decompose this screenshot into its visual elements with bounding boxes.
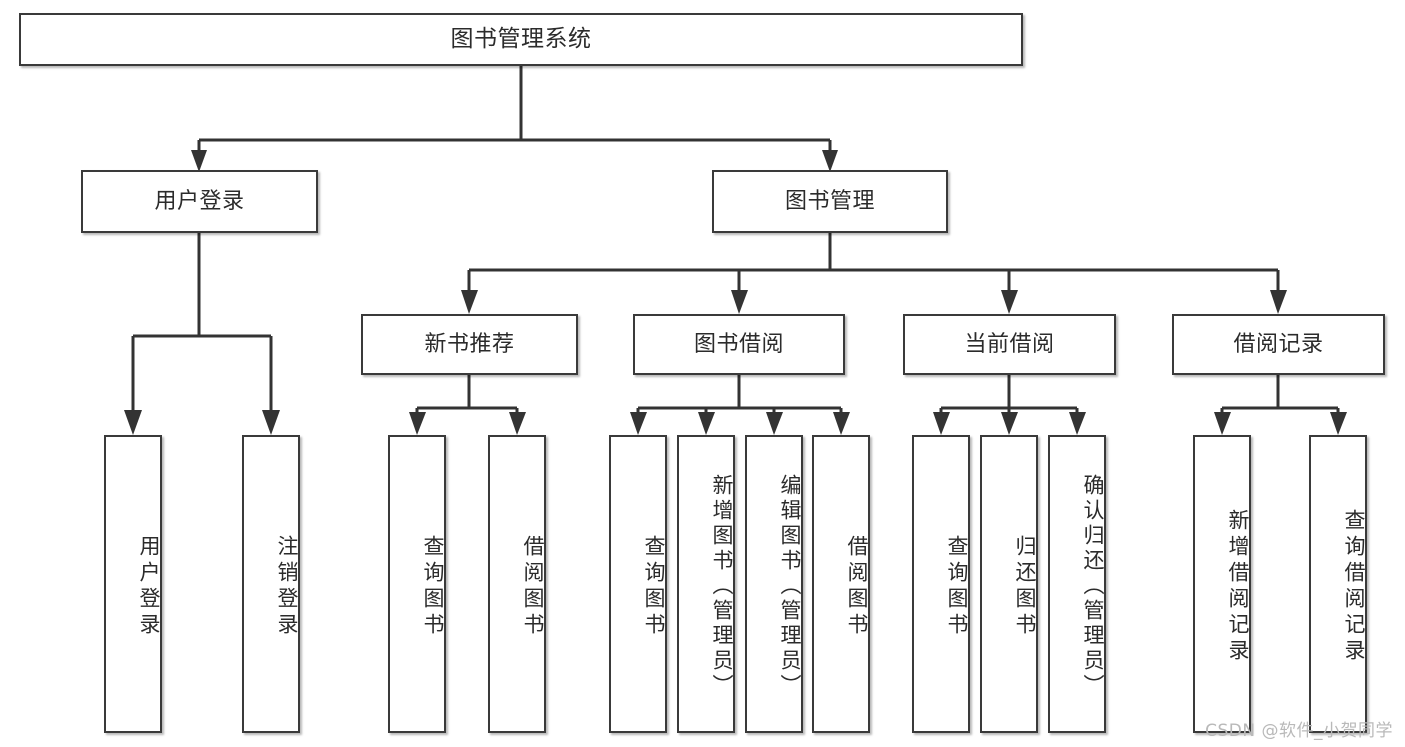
node-label: 当前借阅 [964, 331, 1055, 357]
leaf-current-query-book[interactable]: 查询图书 [912, 435, 970, 733]
node-label: 编辑图书（管理员） [778, 473, 802, 699]
leaf-borrow-add-book-admin[interactable]: 新增图书（管理员） [677, 435, 735, 733]
leaf-user-login-signout[interactable]: 注销登录 [242, 435, 300, 733]
node-borrow-record[interactable]: 借阅记录 [1172, 314, 1385, 375]
node-label: 借阅图书 [521, 535, 545, 639]
leaf-record-query-record[interactable]: 查询借阅记录 [1309, 435, 1367, 733]
node-label: 新增图书（管理员） [710, 473, 734, 699]
leaf-current-confirm-return-admin[interactable]: 确认归还（管理员） [1048, 435, 1106, 733]
node-label: 用户登录 [137, 535, 161, 639]
node-label: 借阅图书 [845, 535, 869, 639]
node-book-borrow[interactable]: 图书借阅 [633, 314, 845, 375]
node-book-management[interactable]: 图书管理 [712, 170, 948, 233]
node-user-login[interactable]: 用户登录 [81, 170, 318, 233]
node-label: 用户登录 [154, 188, 245, 214]
leaf-record-add-record[interactable]: 新增借阅记录 [1193, 435, 1251, 733]
node-label: 查询图书 [421, 535, 445, 639]
node-current-borrow[interactable]: 当前借阅 [903, 314, 1116, 375]
node-new-book-recommend[interactable]: 新书推荐 [361, 314, 578, 375]
node-label: 借阅记录 [1233, 331, 1324, 357]
node-label: 确认归还（管理员） [1081, 473, 1105, 699]
node-label: 查询图书 [945, 535, 969, 639]
node-label: 归还图书 [1013, 535, 1037, 639]
leaf-current-return-book[interactable]: 归还图书 [980, 435, 1038, 733]
node-label: 注销登录 [275, 535, 299, 639]
node-label: 新书推荐 [424, 331, 515, 357]
leaf-borrow-borrow-book[interactable]: 借阅图书 [812, 435, 870, 733]
node-label: 查询图书 [642, 535, 666, 639]
leaf-borrow-edit-book-admin[interactable]: 编辑图书（管理员） [745, 435, 803, 733]
csdn-watermark: CSDN @软件_小贺同学 [1205, 721, 1393, 741]
leaf-recommend-query-book[interactable]: 查询图书 [388, 435, 446, 733]
node-label: 图书管理系统 [450, 26, 592, 53]
node-label: 图书管理 [784, 188, 875, 214]
node-label: 新增借阅记录 [1226, 509, 1250, 665]
node-label: 查询借阅记录 [1342, 509, 1366, 665]
leaf-user-login-signin[interactable]: 用户登录 [104, 435, 162, 733]
leaf-recommend-borrow-book[interactable]: 借阅图书 [488, 435, 546, 733]
node-root-system[interactable]: 图书管理系统 [19, 13, 1023, 66]
leaf-borrow-query-book[interactable]: 查询图书 [609, 435, 667, 733]
node-label: 图书借阅 [693, 331, 784, 357]
